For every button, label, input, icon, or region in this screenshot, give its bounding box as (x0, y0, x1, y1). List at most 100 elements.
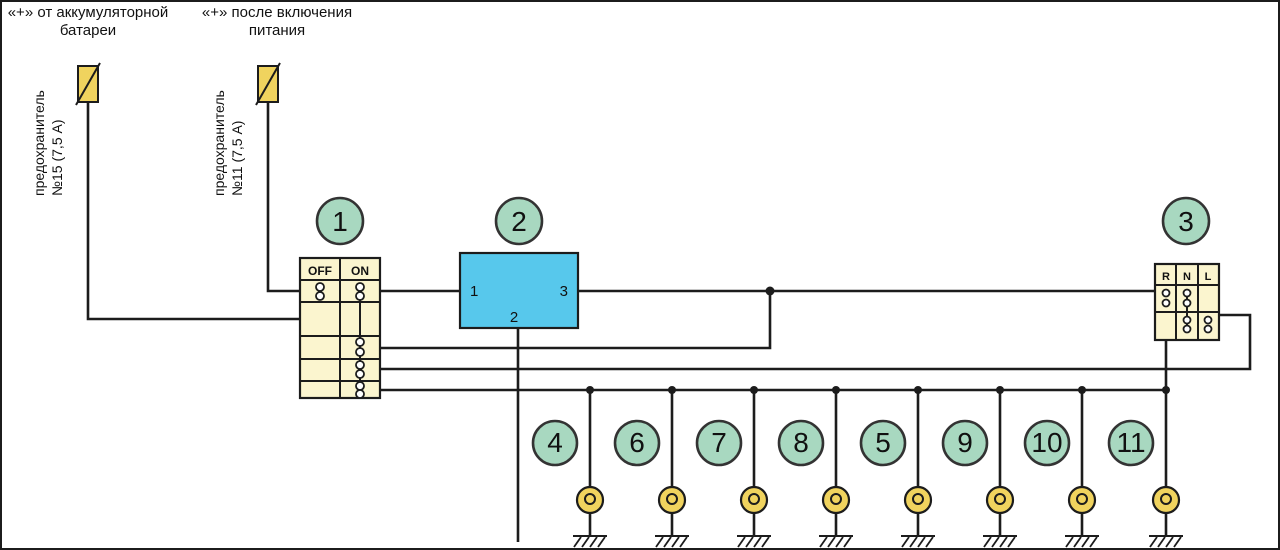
switch-callout: 1 (315, 196, 365, 246)
ground-hatch (1073, 536, 1082, 548)
switch-col-off-label: OFF (308, 264, 332, 278)
ground-hatch (827, 536, 836, 548)
lamp-icon (903, 485, 933, 515)
callout-number-3: 3 (1178, 206, 1194, 237)
fuse-11-label-line2: №11 (7,5 А) (229, 121, 245, 196)
selector-contact (1182, 298, 1192, 308)
lamp-icon (657, 485, 687, 515)
lamp-filament (584, 493, 596, 505)
relay-body (458, 251, 580, 330)
ground-hatch (597, 536, 606, 548)
callout-number-9: 9 (957, 427, 973, 458)
ground-hatch (655, 536, 664, 548)
switch-contact (355, 389, 365, 399)
callout-circle-9 (941, 419, 989, 467)
lamp-filament (1076, 493, 1088, 505)
ignition-feed-line2: питания (249, 22, 305, 39)
battery-feed-line2: батареи (60, 22, 116, 39)
selector-block: R N L (1153, 262, 1221, 342)
ground-hatch (573, 536, 582, 548)
lamp-branch-6 (655, 386, 689, 548)
ground-hatch (819, 536, 828, 548)
lamp-icon (821, 485, 851, 515)
lamp-icon (575, 485, 605, 515)
ground-hatch (761, 536, 770, 548)
lamp-filament (1160, 493, 1172, 505)
callout-number-11: 11 (1116, 427, 1145, 458)
ground-hatch (1149, 536, 1158, 548)
ground-hatch (663, 536, 672, 548)
ground-hatch (1165, 536, 1174, 548)
ground-hatch (909, 536, 918, 548)
callout-number-5: 5 (875, 427, 891, 458)
switch-col-on-label: ON (351, 264, 369, 278)
relay-pin-3-label: 3 (560, 283, 568, 300)
junction-dot (1078, 386, 1086, 394)
selector-contact (1161, 288, 1171, 298)
fuse-15-diagonal (75, 62, 101, 106)
switch-contact (355, 337, 365, 347)
lamp-filament (912, 493, 924, 505)
lamp-branch-11 (1149, 386, 1183, 548)
ground-hatch (999, 536, 1008, 548)
callout-number-10: 10 (1031, 427, 1062, 458)
callout-circle-6 (613, 419, 661, 467)
relay-callout: 2 (494, 196, 544, 246)
fuse-11-label-line1: предохранитель (211, 90, 227, 196)
lamp-callouts: 4 6 7 8 5 9 10 11 (531, 419, 1155, 467)
ground-hatch (925, 536, 934, 548)
lamp-icon (985, 485, 1015, 515)
switch-contact (355, 360, 365, 370)
ground-hatch (1173, 536, 1182, 548)
ground-hatch (843, 536, 852, 548)
ground-hatch (1065, 536, 1074, 548)
switch-block: OFF ON (298, 256, 382, 400)
lamp-branches (573, 386, 1183, 548)
junction-dot (668, 386, 676, 394)
junction-dot (586, 386, 594, 394)
fuse-15-label-line1: предохранитель (31, 90, 47, 196)
lamp-branch-10 (1065, 386, 1099, 548)
callout-circle-3 (1161, 196, 1211, 246)
switch-contact (315, 291, 325, 301)
fuse-11: предохранитель №11 (7,5 А) (211, 62, 300, 293)
ground-hatch (589, 536, 598, 548)
switch-contact (355, 369, 365, 379)
ground-hatch (671, 536, 680, 548)
ground-hatch (983, 536, 992, 548)
callout-number-2: 2 (511, 206, 527, 237)
lamp-branch-8 (819, 386, 853, 548)
fuse-11-diagonal (255, 62, 281, 106)
callout-number-4: 4 (547, 427, 563, 458)
callout-number-6: 6 (629, 427, 645, 458)
lamp-branch-4 (573, 386, 607, 548)
ground-hatch (835, 536, 844, 548)
ground-hatch (1157, 536, 1166, 548)
callout-circle-11 (1107, 419, 1155, 467)
lamp-branch-5 (901, 386, 935, 548)
callout-circle-2 (494, 196, 544, 246)
ground-hatch (901, 536, 910, 548)
switch-contact (355, 291, 365, 301)
selector-contact (1203, 324, 1213, 334)
ignition-feed-line1: «+» после включения (202, 4, 352, 21)
ground-hatch (737, 536, 746, 548)
junction-dot (765, 286, 775, 296)
selector-contact (1182, 315, 1192, 325)
switch-contact (355, 381, 365, 391)
ground-hatch (991, 536, 1000, 548)
selector-contact (1203, 315, 1213, 325)
junction-dot (996, 386, 1004, 394)
selector-col-n-label: N (1183, 271, 1191, 283)
callout-number-1: 1 (332, 206, 348, 237)
ignition-feed-label: «+» после включения питания (202, 4, 352, 39)
junction-dot (750, 386, 758, 394)
lamp-icon (1067, 485, 1097, 515)
lamp-branch-9 (983, 386, 1017, 548)
switch-contact (355, 282, 365, 292)
lamp-icon (1151, 485, 1181, 515)
lamp-branch-7 (737, 386, 771, 548)
